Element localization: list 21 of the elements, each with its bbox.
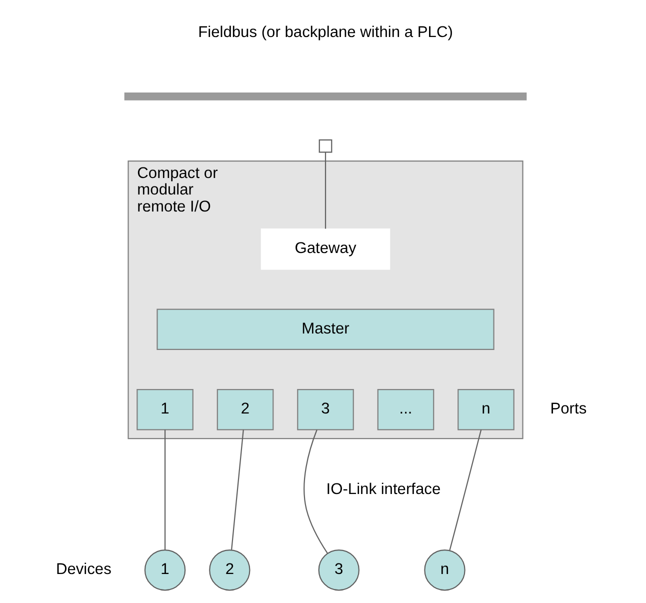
node-circle: 1 bbox=[144, 549, 186, 591]
node-box: 2 bbox=[216, 388, 274, 430]
node-box: n bbox=[458, 388, 514, 430]
node-box: Master bbox=[156, 308, 494, 350]
label: Devices bbox=[56, 561, 112, 578]
node-box: Gateway bbox=[260, 228, 390, 270]
connector bbox=[164, 430, 166, 550]
connector bbox=[304, 430, 328, 554]
node-text: Fieldbus (or backplane within a PLC) bbox=[198, 24, 453, 42]
node-box: ... bbox=[377, 388, 434, 430]
connector bbox=[324, 152, 326, 229]
connector bbox=[449, 430, 482, 550]
node-circle: 2 bbox=[209, 549, 250, 591]
label: IO-Link interface bbox=[326, 480, 441, 498]
node-box bbox=[318, 139, 332, 153]
node-box: 1 bbox=[136, 388, 194, 430]
connector bbox=[231, 430, 244, 550]
label: Ports bbox=[550, 400, 587, 418]
node-circle: n bbox=[424, 549, 466, 591]
node-circle: 3 bbox=[318, 549, 360, 591]
node-box: 3 bbox=[297, 388, 354, 430]
